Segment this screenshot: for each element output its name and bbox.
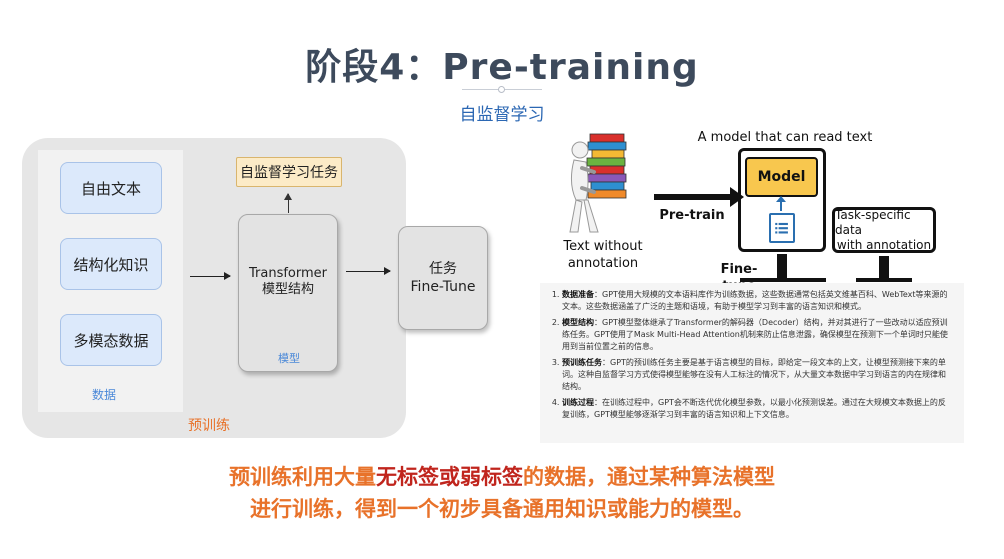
page-title: 阶段4：Pre-training [305,47,699,88]
note-text: ：GPT模型整体继承了Transformer的解码器（Decoder）结构，并对… [562,318,948,351]
title-divider-dot [498,86,505,93]
summary-part-c: 的数据，通过某种算法模型 [523,465,775,489]
note-title: 预训练任务 [562,358,602,367]
summary-line1: 预训练利用大量无标签或弱标签的数据，通过某种算法模型 [0,462,1004,492]
page-subtitle: 自监督学习 [459,105,545,125]
model-arrow-head [776,196,786,202]
note-item: 预训练任务：GPT的预训练任务主要是基于语言模型的目标，即给定一段文本的上文，让… [562,357,952,393]
finetune-line2: Fine-Tune [410,279,476,295]
finetune-line1: 任务 [429,261,457,277]
data-item-free-text: 自由文本 [60,162,162,214]
model-line1: Transformer [248,266,327,281]
summary-highlight: 无标签或弱标签 [376,465,523,489]
note-title: 训练过程 [562,398,594,407]
finetune-base-right [856,278,912,282]
text-without-line2: annotation [567,256,639,271]
self-supervised-task-box: 自监督学习任务 [236,157,342,187]
finetune-bar-left [777,254,787,282]
data-item-structured-knowledge: 结构化知识 [60,238,162,290]
finetune-box: 任务 Fine-Tune [398,226,488,330]
model-label: 模型 [278,352,300,365]
data-to-model-arrow [190,272,231,280]
summary-part-a: 预训练利用大量 [229,465,376,489]
task-specific-data-box: Task-specific data with annotation [832,207,936,253]
note-item: 数据准备：GPT使用大规模的文本语料库作为训练数据，这些数据通常包括英文维基百科… [562,289,952,313]
model-frame [738,148,826,252]
note-text: ：GPT的预训练任务主要是基于语言模型的目标，即给定一段文本的上文，让模型预测接… [562,358,946,391]
note-item: 训练过程：在训练过程中，GPT会不断迭代优化模型参数，以最小化预测误差。通过在大… [562,397,952,421]
model-arrow-line [780,199,782,211]
note-title: 数据准备 [562,290,594,299]
model-line2: 模型结构 [261,282,314,297]
data-label: 数据 [92,388,117,402]
pretrain-label-right: Pre-train [659,208,725,223]
model-to-finetune-arrow [346,267,391,275]
data-item-multimodal-data: 多模态数据 [60,314,162,366]
notes-panel: 数据准备：GPT使用大规模的文本语料库作为训练数据，这些数据通常包括英文维基百科… [540,283,964,443]
document-icon [769,213,795,243]
person-with-books-icon [569,133,627,233]
pretrain-label: 预训练 [188,418,230,434]
note-item: 模型结构：GPT模型整体继承了Transformer的解码器（Decoder）结… [562,317,952,353]
transformer-model-box [238,214,338,372]
transformer-model-text: Transformer 模型结构 [238,266,338,298]
task-specific-line1: Task-specific data [835,207,911,237]
task-specific-line2: with annotation [836,237,932,252]
finetune-bar-right [879,256,889,282]
text-without-line1: Text without [563,239,643,254]
model-box-right: Model [745,157,818,197]
summary-line2: 进行训练，得到一个初步具备通用知识或能力的模型。 [250,497,754,521]
model-reads-text-label: A model that can read text [697,130,873,145]
note-title: 模型结构 [562,318,594,327]
note-text: ：在训练过程中，GPT会不断迭代优化模型参数，以最小化预测误差。通过在大规模文本… [562,398,946,419]
note-text: ：GPT使用大规模的文本语料库作为训练数据，这些数据通常包括英文维基百科、Web… [562,290,948,311]
model-to-task-arrow [284,193,292,213]
text-without-annotation-label: Text without annotation [558,238,648,272]
finetune-base-left [740,278,826,282]
pretrain-arrow [654,187,744,207]
